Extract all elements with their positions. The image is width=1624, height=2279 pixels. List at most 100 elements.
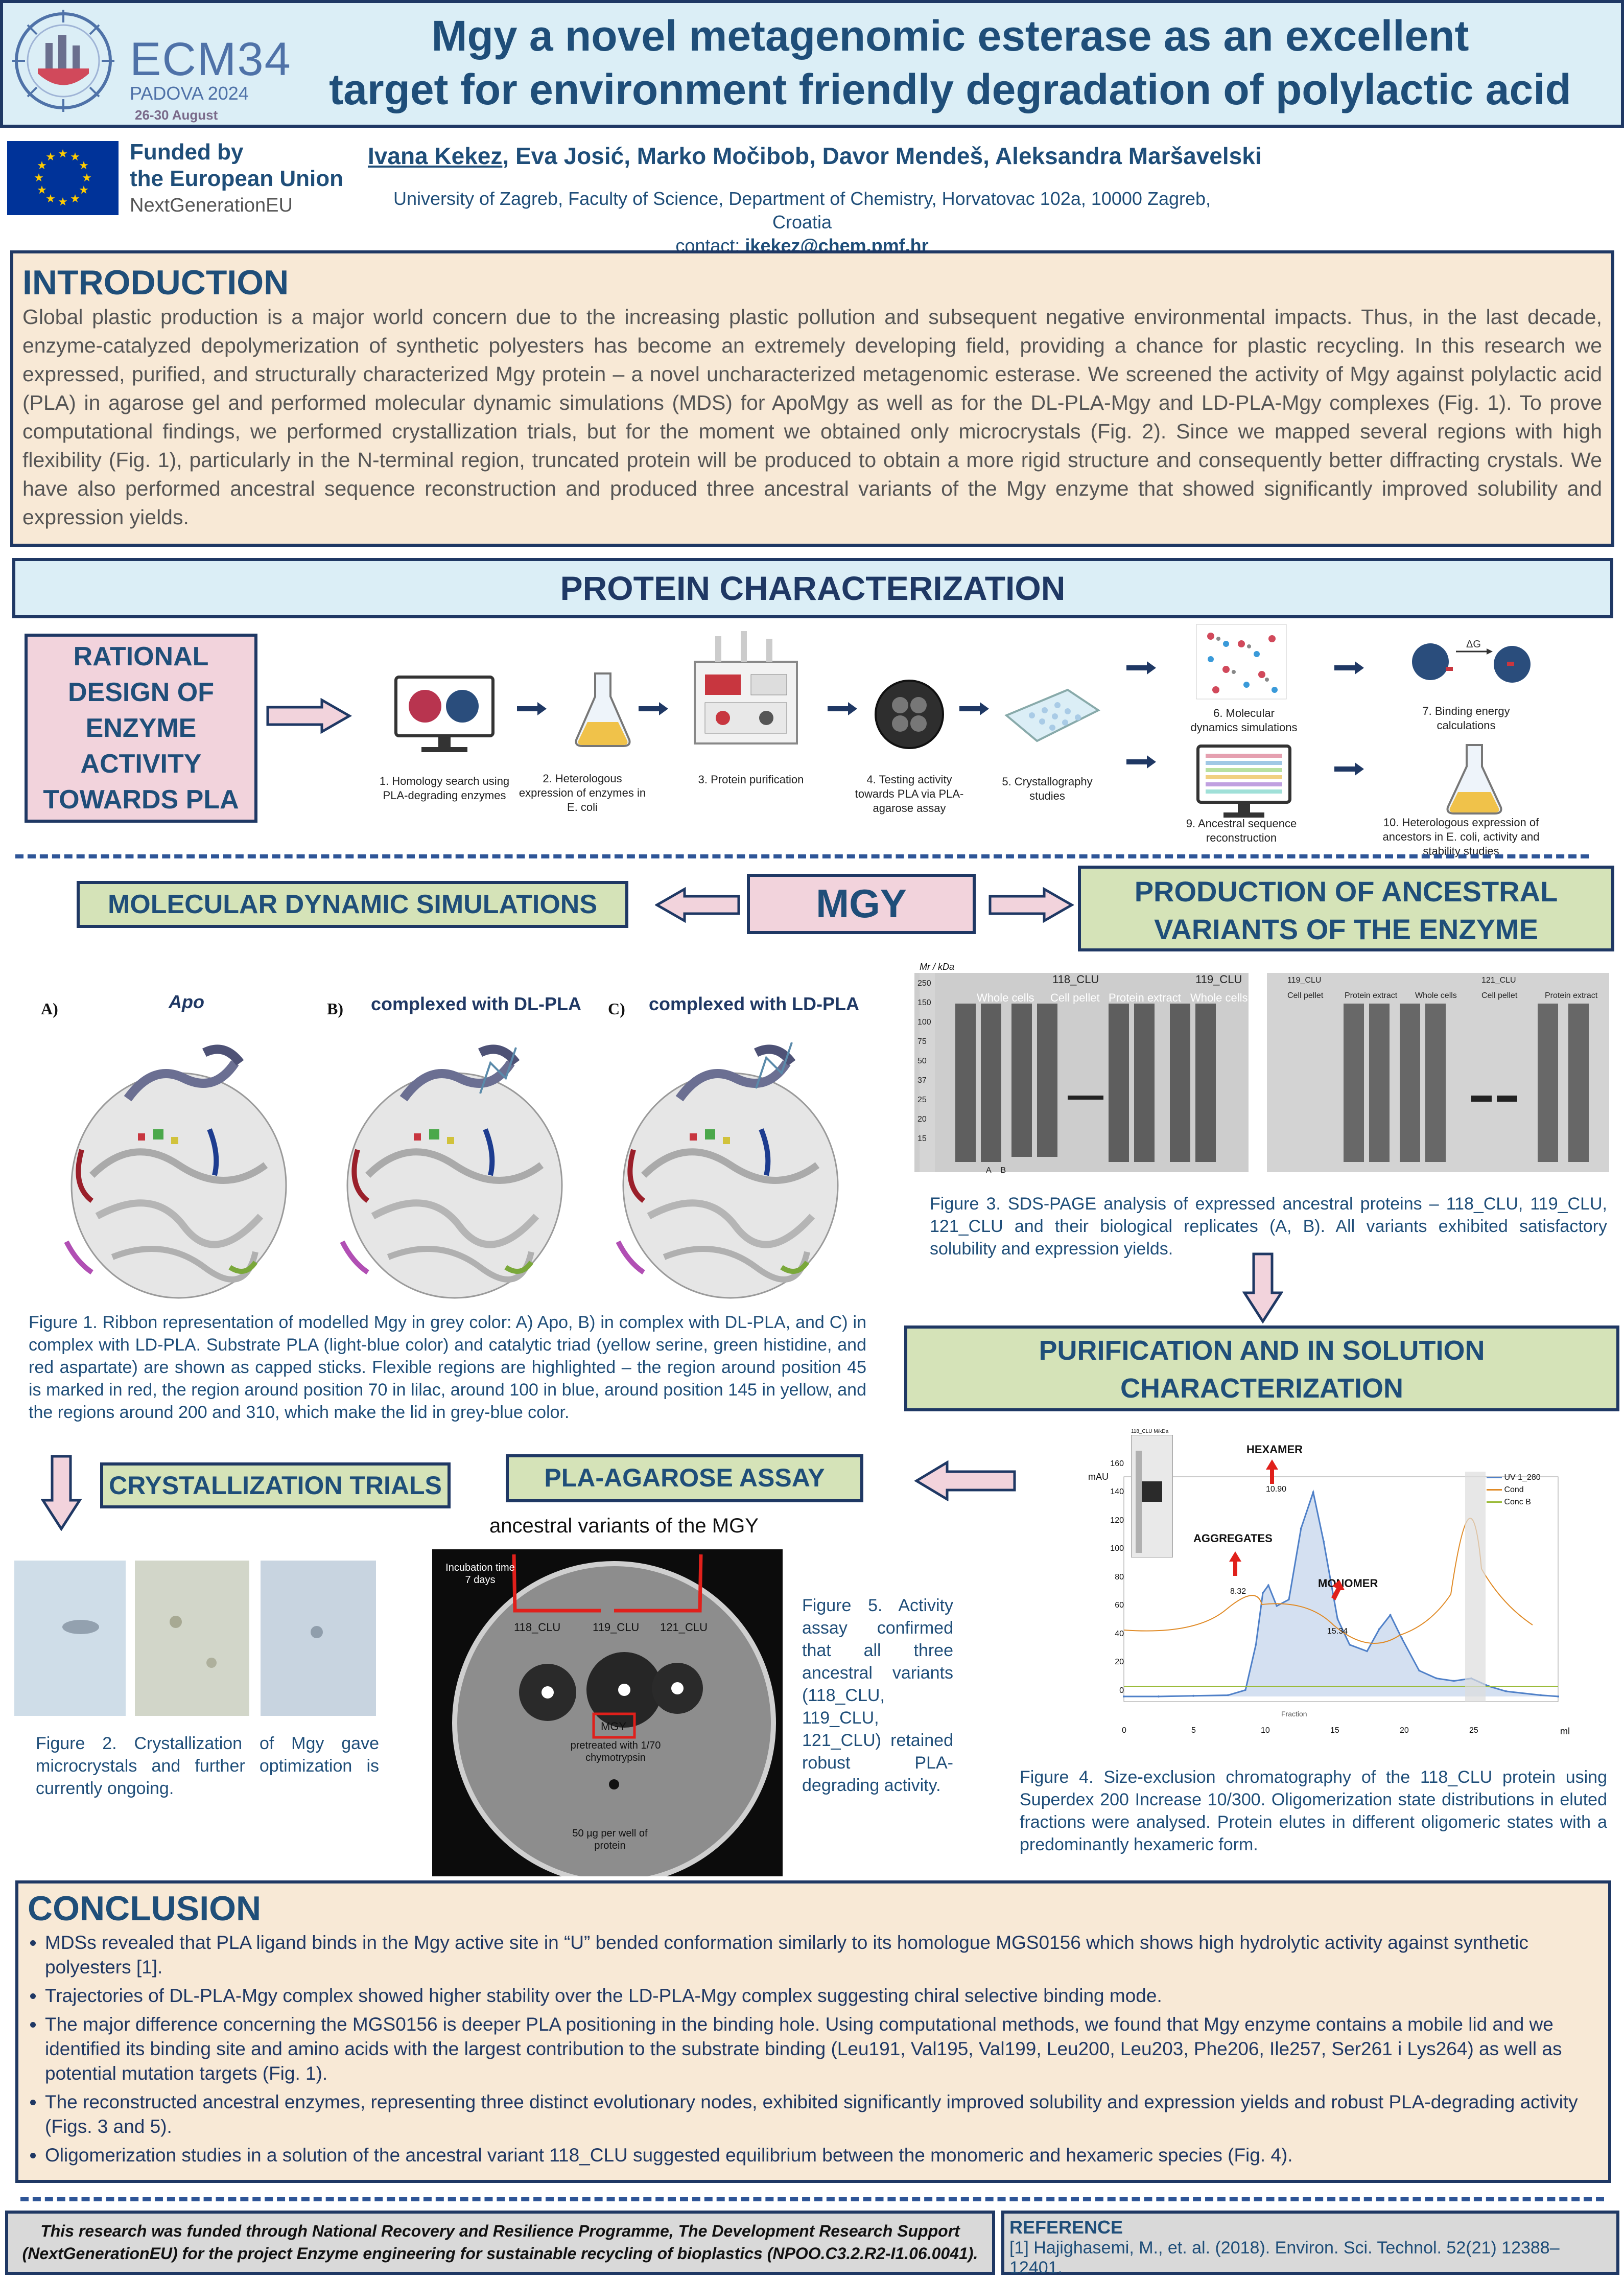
sec-x-tick: 15 (1330, 1726, 1339, 1735)
svg-text:★: ★ (37, 183, 47, 196)
step-3-caption: 3. Protein purification (698, 773, 804, 786)
gel1-lane-cell-pellet: Cell pellet (1050, 991, 1100, 1004)
conclusion-item: The reconstructed ancestral enzymes, rep… (45, 2090, 1599, 2139)
fplc-purifier-icon (694, 631, 798, 745)
sec-x-tick: 5 (1191, 1726, 1196, 1735)
binding-energy-icon: ΔG (1412, 639, 1531, 683)
replicate-labels: A B (986, 1166, 1006, 1175)
sec-legend: UV 1_280 Cond Conc B (1487, 1472, 1541, 1508)
peak-label-monomer: 15.34 (1327, 1627, 1348, 1636)
gel2-lane-protein-extract: Protein extract (1345, 991, 1398, 1000)
ancestral-variants-label-box: PRODUCTION OF ANCESTRAL VARIANTS OF THE … (1078, 866, 1614, 951)
sds-gel-1 (914, 973, 1249, 1172)
gel2-group-119: 119_CLU (1287, 976, 1322, 985)
step-4-caption: 4. Testing activity towards PLA via PLA-… (855, 773, 964, 815)
protein-characterization-heading: PROTEIN CHARACTERIZATION (12, 558, 1613, 618)
workflow-arrow-icon (266, 698, 352, 734)
introduction-section: INTRODUCTION Global plastic production i… (10, 250, 1614, 547)
mds-label-box: MOLECULAR DYNAMIC SIMULATIONS (77, 881, 628, 928)
sec-x-tick: 20 (1400, 1726, 1409, 1735)
affiliation: University of Zagreb, Faculty of Science… (393, 188, 1211, 232)
eu-flag-icon: ★★★ ★★★ ★★★ ★★★ (7, 141, 119, 215)
eu-funding-block: Funded by the European Union NextGenerat… (130, 139, 365, 219)
sec-y-tick: 40 (1115, 1630, 1124, 1638)
arrow-down-icon (1242, 1252, 1283, 1323)
conclusion-heading: CONCLUSION (28, 1889, 262, 1928)
gel1-lane-whole-cells-119: Whole cells (1190, 991, 1248, 1004)
well-label-118: 118_CLU (514, 1621, 561, 1634)
flask-icon (575, 672, 631, 747)
pretreated-label: pretreated with 1/70 chymotrypsin (570, 1740, 661, 1763)
step-arrow-icon (1126, 755, 1156, 769)
well-label-121: 121_CLU (660, 1621, 708, 1634)
panel-a-label: A) (41, 999, 58, 1018)
svg-text:★: ★ (79, 159, 89, 172)
eu-funded-by: Funded by (130, 139, 244, 165)
legend-uv: UV 1_280 (1504, 1473, 1541, 1482)
svg-text:★: ★ (45, 150, 56, 163)
sec-y-ticks: 0 20 40 60 80 100 120 140 160 (1093, 1441, 1124, 1722)
peak-label-aggregates: 8.32 (1230, 1587, 1246, 1596)
sec-x-tick: 0 (1122, 1726, 1126, 1735)
step-2-caption: 2. Heterologous expression of enzymes in… (519, 772, 646, 813)
introduction-heading: INTRODUCTION (22, 263, 289, 302)
panel-b-label: B) (327, 999, 343, 1018)
sec-y-tick: 0 (1119, 1686, 1124, 1695)
presenting-author: Ivana Kekez (368, 143, 503, 169)
peak-label-hexamer: 10.90 (1266, 1485, 1287, 1494)
sec-inset-label: 118_CLU M/kDa (1131, 1429, 1169, 1434)
gel1-lane-whole-cells: Whole cells (977, 991, 1034, 1004)
eu-nextgen: NextGenerationEU (130, 195, 293, 216)
step-arrow-icon (1334, 762, 1364, 776)
sec-y-tick: 20 (1115, 1658, 1124, 1666)
poster-title: Mgy a novel metagenomic esterase as an e… (286, 9, 1614, 122)
conclusion-section: CONCLUSION MDSs revealed that PLA ligand… (15, 1880, 1611, 2183)
fractions-label: Fraction (1281, 1710, 1307, 1718)
conclusion-item: The major difference concerning the MGS0… (45, 2012, 1599, 2086)
step-arrow-icon (959, 702, 989, 715)
arrow-down-icon (41, 1455, 82, 1531)
panel-c-title: complexed with LD-PLA (649, 993, 860, 1014)
arrow-left-icon (914, 1460, 1016, 1501)
co-authors: , Eva Josić, Marko Močibob, Davor Mendeš… (502, 143, 1262, 169)
svg-text:★: ★ (34, 171, 44, 184)
eu-name: the European Union (130, 166, 343, 191)
sec-x-ticks: 0 5 10 15 20 25 (1122, 1726, 1561, 1738)
svg-text:★: ★ (58, 195, 68, 208)
agarose-plate-icon (875, 680, 944, 749)
mgy-well-label: MGY (601, 1720, 627, 1733)
delta-g-label: ΔG (1466, 639, 1481, 650)
step-6-caption: 6. Molecular dynamics simulations (1190, 707, 1298, 734)
sec-y-tick: 60 (1115, 1601, 1124, 1610)
crystallization-label-box: CRYSTALLIZATION TRIALS (100, 1462, 451, 1508)
crystal-image-2 (135, 1561, 249, 1716)
purification-label-box: PURIFICATION AND IN SOLUTION CHARACTERIZ… (904, 1325, 1619, 1411)
crystal-image-1 (14, 1561, 126, 1716)
gel1-lane-protein-extract: Protein extract (1109, 991, 1181, 1004)
ancestor-expression-flask-icon (1446, 744, 1502, 815)
step-5-caption: 5. Crystallography studies (1002, 775, 1093, 802)
gel1-group-118: 118_CLU (1052, 973, 1099, 986)
svg-text:★: ★ (70, 150, 80, 163)
gel2-lane-protein-extract-121: Protein extract (1545, 991, 1598, 1000)
panel-a-title: Apo (169, 991, 204, 1012)
protein-ribbon-figure (51, 1042, 858, 1318)
ecm-logo-location: PADOVA 2024 (130, 83, 249, 104)
md-simulation-icon (1196, 624, 1287, 700)
crystal-image-3 (261, 1561, 376, 1716)
mr-label: Mr / kDa (920, 962, 955, 972)
ecm-emblem-icon (12, 10, 114, 112)
sec-y-tick: 140 (1110, 1487, 1124, 1496)
step-7-caption: 7. Binding energy calculations (1422, 705, 1510, 732)
title-line-1: Mgy a novel metagenomic esterase as an e… (431, 12, 1469, 60)
poster-header (0, 0, 1624, 128)
funding-statement: This research was funded through Nationa… (5, 2211, 995, 2275)
reference-box: REFERENCE [1] Hajighasemi, M., et. al. (… (1001, 2211, 1619, 2277)
legend-conc-b: Conc B (1504, 1498, 1531, 1506)
step-arrow-icon (1126, 661, 1156, 675)
rational-design-box: RATIONAL DESIGN OF ENZYME ACTIVITY TOWAR… (25, 634, 257, 823)
conclusion-list: MDSs revealed that PLA ligand binds in t… (28, 1931, 1599, 2168)
sec-y-tick: 80 (1115, 1573, 1124, 1582)
step-10-caption: 10. Heterologous expression of ancestors… (1382, 816, 1540, 857)
panel-c-label: C) (608, 999, 625, 1018)
